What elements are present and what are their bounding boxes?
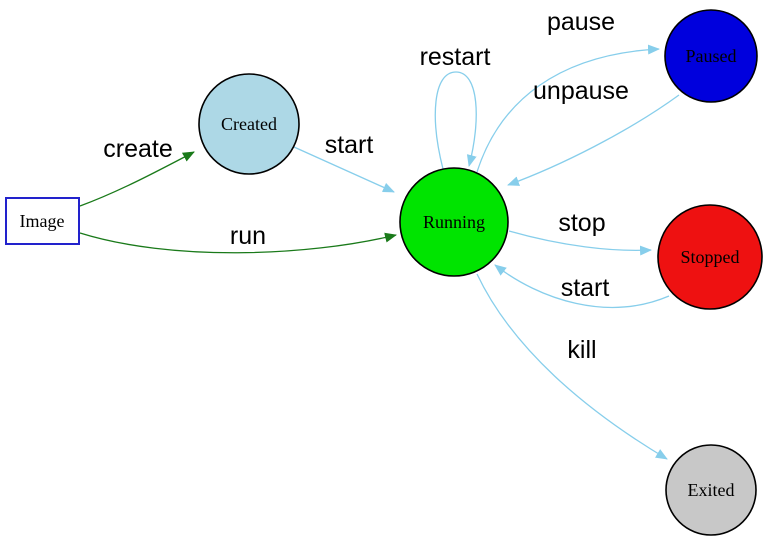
- node-label-stopped: Stopped: [680, 247, 739, 267]
- edge-create: [79, 151, 195, 207]
- running-circle: [399, 167, 509, 277]
- node-label-image: Image: [20, 211, 65, 231]
- edge-label-stop: stop: [558, 209, 605, 237]
- node-paused: Paused: [664, 9, 758, 103]
- edge-label-unpause: unpause: [533, 77, 629, 105]
- image-box: [5, 197, 80, 245]
- edge-label-restart: restart: [420, 43, 491, 71]
- node-label-paused: Paused: [686, 46, 737, 66]
- edge-label-start-right: start: [561, 274, 610, 302]
- node-label-exited: Exited: [688, 480, 735, 500]
- edge-unpause: [507, 94, 680, 186]
- node-stopped: Stopped: [657, 204, 763, 310]
- edge-label-kill: kill: [567, 336, 596, 364]
- node-image: Image: [5, 197, 80, 245]
- node-created: Created: [198, 73, 300, 175]
- paused-circle: [664, 9, 758, 103]
- created-circle: [198, 73, 300, 175]
- node-running: Running: [399, 167, 509, 277]
- edge-label-start-top: start: [325, 131, 374, 159]
- exited-circle: [665, 444, 757, 536]
- edge-label-create: create: [103, 135, 172, 163]
- edge-stop: [508, 230, 652, 256]
- edge-label-run: run: [230, 222, 266, 250]
- node-exited: Exited: [665, 444, 757, 536]
- edge-label-pause: pause: [547, 8, 615, 36]
- stopped-circle: [657, 204, 763, 310]
- node-label-running: Running: [423, 212, 485, 232]
- edge-start-stopped-running: [494, 264, 670, 308]
- edge-kill: [476, 273, 668, 460]
- edge-pause: [476, 44, 660, 173]
- node-label-created: Created: [221, 114, 277, 134]
- edge-restart-loop: [434, 71, 477, 170]
- edge-run: [79, 232, 397, 254]
- edge-start-created-running: [293, 146, 395, 193]
